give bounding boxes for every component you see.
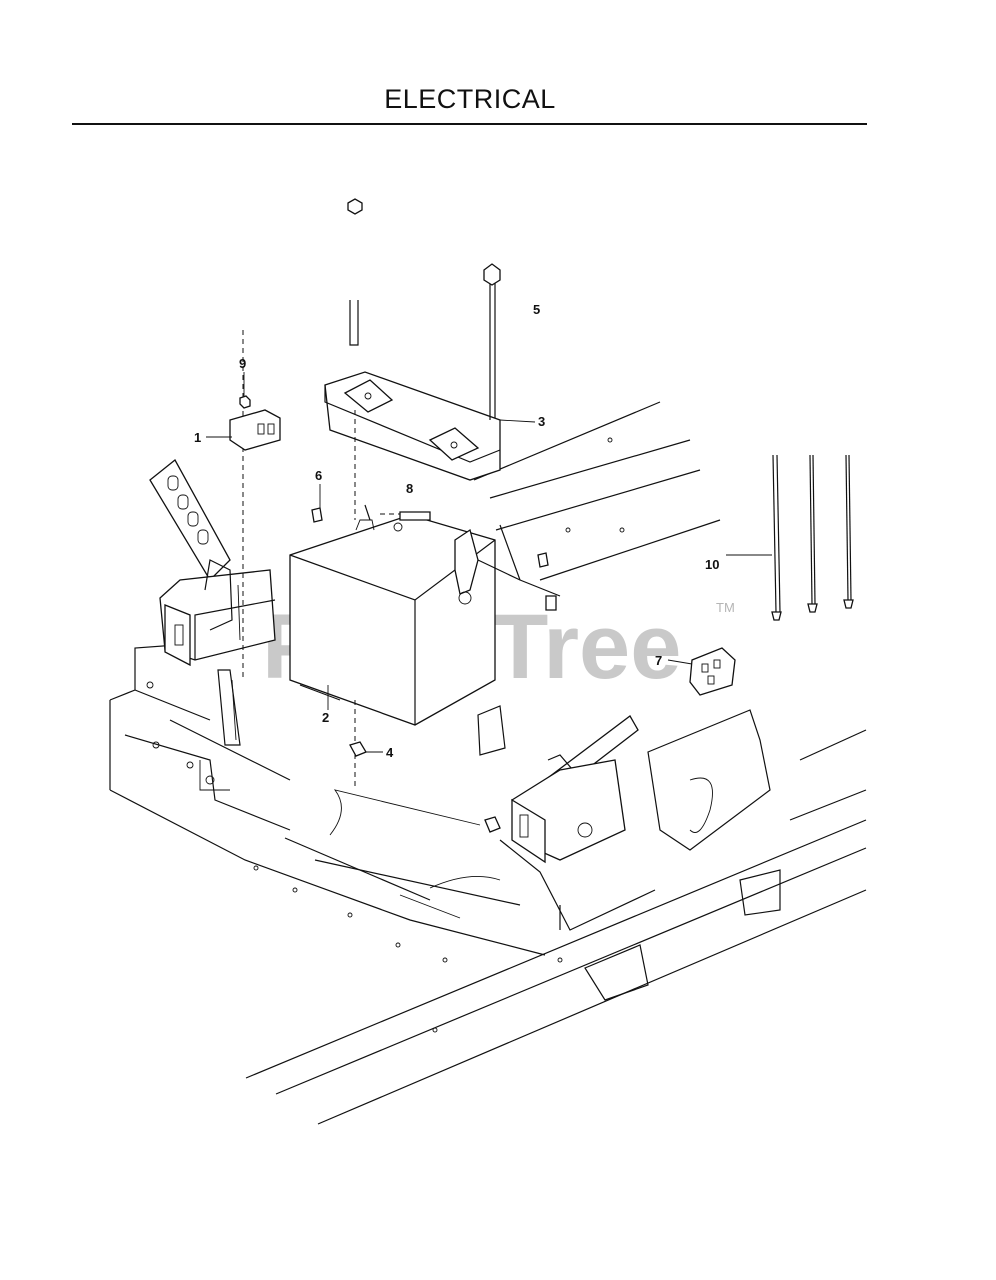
page-title: ELECTRICAL — [384, 84, 556, 114]
left-lever-assembly — [149, 459, 276, 746]
callout-4: 4 — [386, 745, 394, 760]
cable-connector[interactable] — [454, 524, 561, 611]
watermark-trademark: TM — [716, 600, 735, 615]
callout-9: 9 — [239, 356, 246, 371]
leader-lines — [206, 372, 772, 753]
right-lever-assembly — [477, 705, 656, 931]
nut-top[interactable] — [347, 198, 363, 215]
battery-bracket[interactable] — [324, 371, 501, 481]
callout-1: 1 — [194, 430, 201, 445]
callout-3: 3 — [538, 414, 545, 429]
callout-8: 8 — [406, 481, 413, 496]
terminal-hardware[interactable] — [229, 395, 501, 833]
title-rule — [72, 123, 867, 125]
callout-7: 7 — [655, 653, 662, 668]
hold-down-rod[interactable] — [349, 263, 501, 420]
callout-6: 6 — [315, 468, 322, 483]
cable-ties[interactable] — [771, 454, 854, 621]
chassis-frame — [109, 401, 867, 1125]
relay-connector[interactable] — [689, 647, 736, 696]
callout-10: 10 — [705, 557, 719, 572]
callout-5: 5 — [533, 302, 540, 317]
callout-2: 2 — [322, 710, 329, 725]
